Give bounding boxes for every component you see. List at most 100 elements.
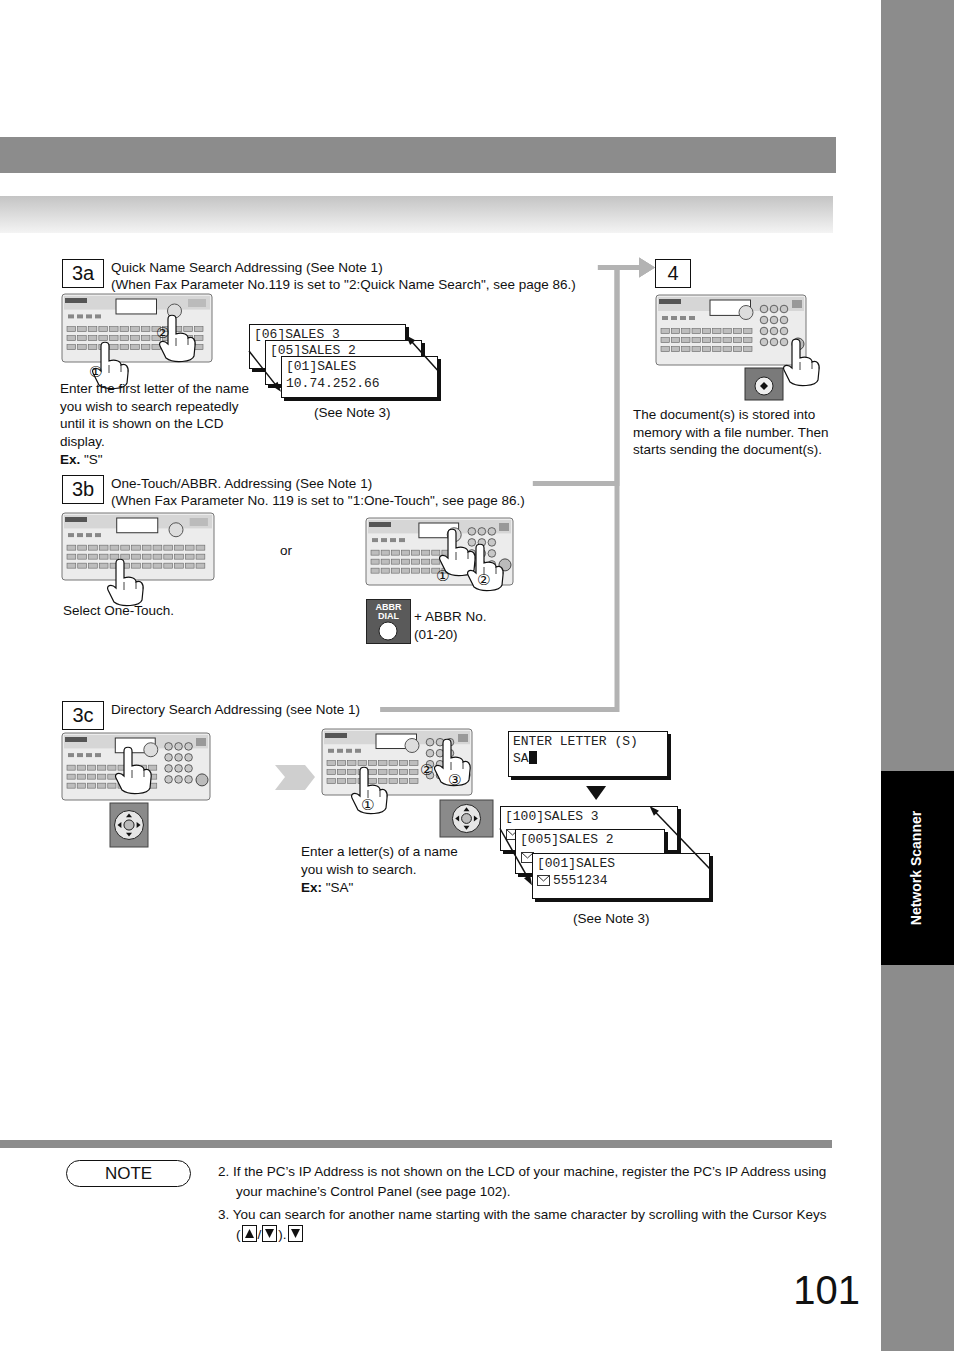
keypad-key: [468, 528, 476, 536]
scroll-line: [655, 812, 710, 869]
keypad-key: [468, 539, 476, 547]
panel-key: [358, 761, 366, 766]
text: Enter a letter(s) of a name you wish to …: [301, 844, 458, 877]
keypad-key: [185, 754, 193, 762]
panel-key: [671, 338, 679, 343]
text: 101: [793, 1268, 860, 1312]
panel-key: [149, 765, 157, 770]
cursor-triangle: [464, 826, 470, 830]
panel-key: [733, 329, 741, 334]
panel-key: [89, 554, 98, 559]
panel-key: [379, 779, 387, 784]
panel-key: [77, 774, 85, 779]
finger-crease: [109, 365, 121, 373]
body-text: + ABBR No. (01-20): [414, 608, 506, 643]
keypad-key: [175, 776, 183, 784]
panel-key: [121, 545, 130, 550]
panel-key: [348, 779, 356, 784]
function-key: [689, 316, 695, 320]
function-key: [381, 538, 387, 542]
lcd-text: 10.74.252.66: [286, 376, 380, 391]
cursor-key-up: [242, 1225, 257, 1242]
panel-key: [78, 345, 87, 350]
cursor-triangle: [464, 807, 470, 811]
text: (See Note 3): [314, 405, 391, 420]
panel-key: [348, 770, 356, 775]
cursor-ring: [452, 804, 480, 832]
step-chevron: [275, 765, 315, 790]
panel-key: [422, 550, 430, 555]
keypad-key: [770, 305, 778, 313]
scroll-line: [249, 351, 276, 385]
panel-key: [89, 545, 98, 550]
panel-key: [422, 568, 430, 573]
panel-key: [132, 554, 141, 559]
panel-key: [337, 761, 345, 766]
panel-key: [432, 559, 440, 564]
callout-number: ②: [420, 761, 433, 779]
callout-number: ②: [477, 571, 490, 589]
inline-text: ).: [278, 1227, 286, 1242]
arrowhead: [272, 382, 281, 392]
panel-key: [412, 550, 420, 555]
header-band: [0, 137, 836, 173]
function-key: [95, 314, 101, 318]
function-key: [68, 533, 74, 537]
panel-key: [120, 336, 129, 341]
panel-key: [67, 554, 76, 559]
panel-key: [99, 554, 108, 559]
panel-key: [175, 545, 184, 550]
panel-key: [381, 568, 389, 573]
triangle: [265, 1229, 274, 1238]
subheader-band: [0, 196, 833, 233]
panel-button: [190, 518, 208, 526]
panel-key: [78, 563, 87, 568]
panel-key: [185, 563, 194, 568]
function-key: [77, 314, 83, 318]
connector: [586, 786, 606, 800]
panel-key: [132, 563, 141, 568]
function-key: [86, 533, 92, 537]
text: (See Note 3): [573, 911, 650, 926]
panel-key: [194, 327, 203, 332]
cursor-triangle: [126, 813, 132, 817]
panel-key: [196, 554, 205, 559]
text: 3. You can search for another name start…: [218, 1207, 827, 1242]
scroll-line: [500, 829, 528, 879]
panel-key: [87, 765, 95, 770]
body-text: Select One-Touch.: [63, 602, 174, 620]
panel-key: [131, 336, 140, 341]
inline-text: "S": [84, 452, 103, 467]
cursor-center: [462, 814, 472, 824]
logo-plate: [65, 298, 87, 303]
panel-key: [744, 338, 752, 343]
panel-key: [77, 765, 85, 770]
body-text: Enter the first letter of the name you w…: [60, 380, 256, 450]
panel-key: [401, 568, 409, 573]
keypad-key: [780, 327, 788, 335]
footer-rule: [0, 1140, 832, 1148]
callout-number: ①: [436, 568, 449, 584]
envelope-flap: [538, 876, 550, 882]
body-text: Ex: "SA": [301, 879, 353, 897]
callout-number: ③: [448, 772, 461, 788]
panel-key: [98, 765, 106, 770]
panel-key: [78, 554, 87, 559]
keypad-key: [426, 749, 434, 757]
lcd-cursor: [529, 751, 537, 764]
keypad-key: [760, 338, 768, 346]
lcd-text: ENTER LETTER (S): [513, 734, 638, 749]
cursor-key-icon: [440, 800, 493, 837]
keypad-key: [478, 528, 486, 536]
panel-key: [109, 336, 118, 341]
connector: [406, 335, 438, 370]
panel-key: [67, 327, 76, 332]
keypad-key: [426, 738, 434, 746]
panel-key: [682, 329, 690, 334]
lcd-text: [01]SALES: [286, 359, 356, 374]
logo-plate: [65, 737, 87, 742]
panel-key: [412, 568, 420, 573]
pointing-hand: [468, 544, 504, 590]
stop-key: [458, 734, 468, 742]
cursor-pad: [405, 739, 419, 753]
